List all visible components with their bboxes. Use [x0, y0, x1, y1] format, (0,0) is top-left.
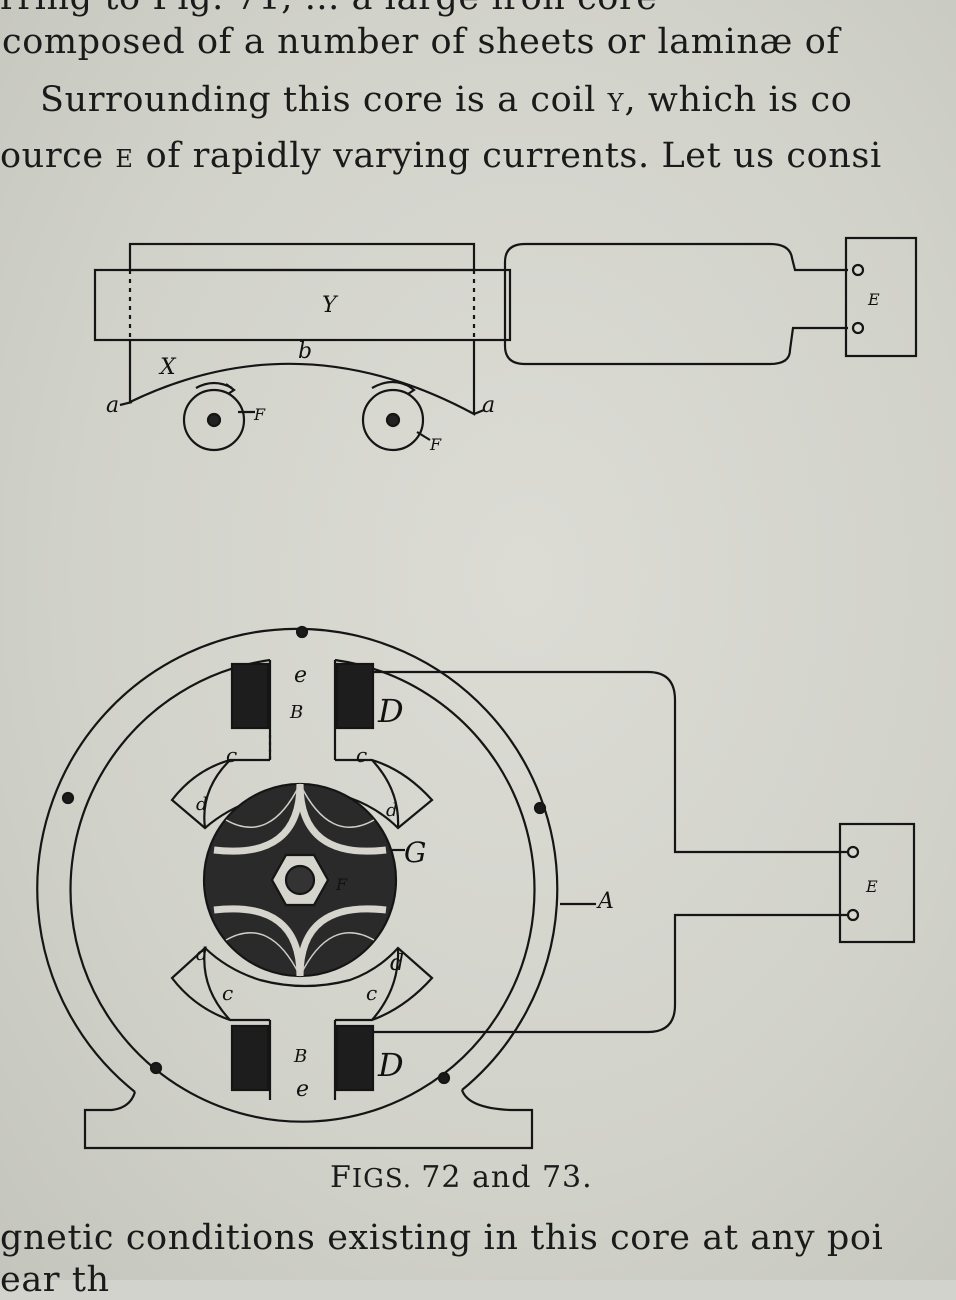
text-line-3: ource E of rapidly varying currents. Let…	[0, 136, 882, 176]
label-c-tr: c	[356, 743, 367, 767]
text-line-2-b: , which is co	[624, 80, 853, 120]
core-x	[128, 340, 476, 416]
frame-inner-arc	[69, 658, 536, 1123]
label-b: b	[298, 339, 312, 364]
cylinder-right-axle	[385, 412, 401, 428]
label-b-bot: B	[293, 1046, 307, 1067]
coil-top	[128, 242, 476, 272]
text-line-2: Surrounding this core is a coil Y, which…	[40, 80, 852, 120]
figure-72	[93, 236, 918, 452]
pole-shoe-lower-tips	[203, 947, 400, 1021]
figure-caption: FIGS. 72 and 73.	[330, 1160, 593, 1195]
text-line-2-smallcaps: Y	[607, 89, 625, 117]
bolt-left	[61, 791, 75, 805]
bolt-bottom-right	[437, 1071, 451, 1085]
label-a: A	[596, 889, 614, 914]
label-x: X	[158, 355, 177, 380]
text-line-3-a: ource	[0, 136, 116, 176]
label-d-bl: d	[196, 944, 208, 965]
text-line-0: rring to Fig. 71, ... a large iron core	[0, 0, 658, 18]
text-line-5: ear th	[0, 1260, 110, 1300]
coil-block-tl	[230, 662, 270, 730]
text-line-3-smallcaps: E	[115, 145, 134, 173]
label-c-tl: c	[226, 743, 237, 767]
frame-base	[83, 1089, 534, 1150]
label-e-bot: e	[296, 1077, 309, 1102]
label-g: G	[404, 836, 426, 869]
coil-block-tr	[335, 662, 375, 730]
caption-numbers: 72 and 73.	[421, 1160, 593, 1195]
text-line-3-b: of rapidly varying currents. Let us cons…	[133, 136, 882, 176]
cylinder-right	[361, 388, 425, 452]
label-f-left: F	[253, 405, 266, 424]
terminal-bottom-72	[851, 321, 865, 335]
bolt-top	[295, 625, 309, 639]
text-line-2-a: Surrounding this core is a coil	[40, 80, 608, 120]
coil-block-br	[335, 1024, 375, 1092]
arrow-head-left	[225, 383, 236, 395]
label-a-right: a	[482, 393, 495, 418]
label-c-br: c	[366, 981, 377, 1005]
label-d-tr: d	[386, 800, 398, 821]
label-b-top: B	[289, 702, 303, 723]
label-y: Y	[322, 293, 339, 318]
figure-72-labels: Y X b a a F F E	[106, 290, 880, 454]
bolt-right	[533, 801, 547, 815]
coil-block-bl	[230, 1024, 270, 1092]
pole-shoe-upper-tips	[203, 759, 400, 829]
text-line-1: composed of a number of sheets or laminæ…	[2, 22, 840, 62]
label-d-tl: d	[196, 794, 208, 815]
label-d-top: D	[377, 692, 404, 730]
label-c-bl: c	[222, 981, 233, 1005]
pole-face-marks	[119, 400, 485, 416]
label-f: F	[335, 875, 348, 894]
cylinder-left	[182, 388, 246, 452]
wire-bottom	[503, 262, 848, 366]
wire-upper-73	[372, 670, 848, 854]
label-e-73: E	[865, 877, 878, 896]
caption-initial: F	[330, 1160, 352, 1195]
rotor-shading	[225, 783, 375, 977]
pole-shoe-lower	[170, 946, 434, 1022]
pole-lower	[268, 1020, 337, 1100]
arrow-head-right	[405, 383, 416, 395]
wire-lower-73	[372, 913, 848, 1034]
figure-73-labels: e B D c c d d G F A d d c c B e D E	[196, 663, 878, 1102]
coil-y	[93, 268, 512, 342]
pointer-f-right	[416, 431, 431, 441]
figure-73	[36, 625, 916, 1150]
label-d-br: d	[390, 951, 404, 976]
shaft-f	[284, 864, 316, 896]
label-a-left: a	[106, 393, 119, 418]
label-e-72: E	[867, 290, 880, 309]
wire-top	[503, 242, 848, 272]
terminal-top-73	[846, 845, 860, 859]
source-e-box-72	[844, 236, 918, 358]
label-d-bot: D	[377, 1046, 404, 1084]
caption-smallcaps: IGS.	[351, 1164, 413, 1194]
cylinder-left-axle	[206, 412, 222, 428]
label-f-right: F	[429, 435, 442, 454]
source-e-box-73	[838, 822, 916, 944]
text-line-4: gnetic conditions existing in this core …	[0, 1218, 884, 1258]
terminal-bottom-73	[846, 908, 860, 922]
coil-dashes	[128, 270, 476, 340]
bolt-bottom-left	[149, 1061, 163, 1075]
terminal-top-72	[851, 263, 865, 277]
frame-outer-arc	[36, 627, 559, 1093]
label-e-top: e	[294, 663, 307, 688]
rotor-segments	[213, 783, 387, 977]
